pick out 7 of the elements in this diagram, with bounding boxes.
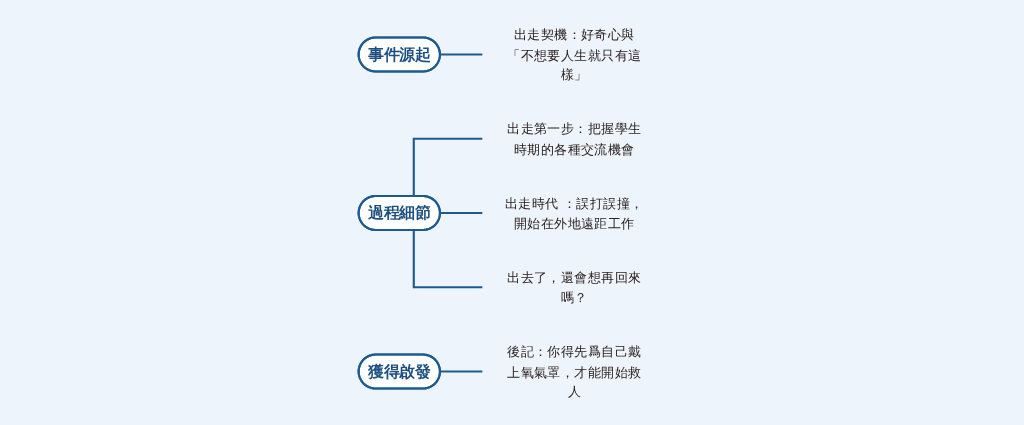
node-text: 出去了，還會想再回來嗎？: [506, 268, 641, 305]
node-text: 後記：你得先爲自己戴上氧氣罩，才能開始救人: [506, 342, 641, 399]
node-text: 出走時代 ：誤打誤撞，開始在外地遠距工作: [504, 194, 644, 231]
connector: [412, 137, 482, 196]
connector: [412, 229, 482, 288]
node-text: 出走第一步：把握學生時期的各種交流機會: [506, 120, 641, 156]
node-text: 出走契機：好奇心與「不想要人生就只有這樣」: [506, 25, 641, 82]
